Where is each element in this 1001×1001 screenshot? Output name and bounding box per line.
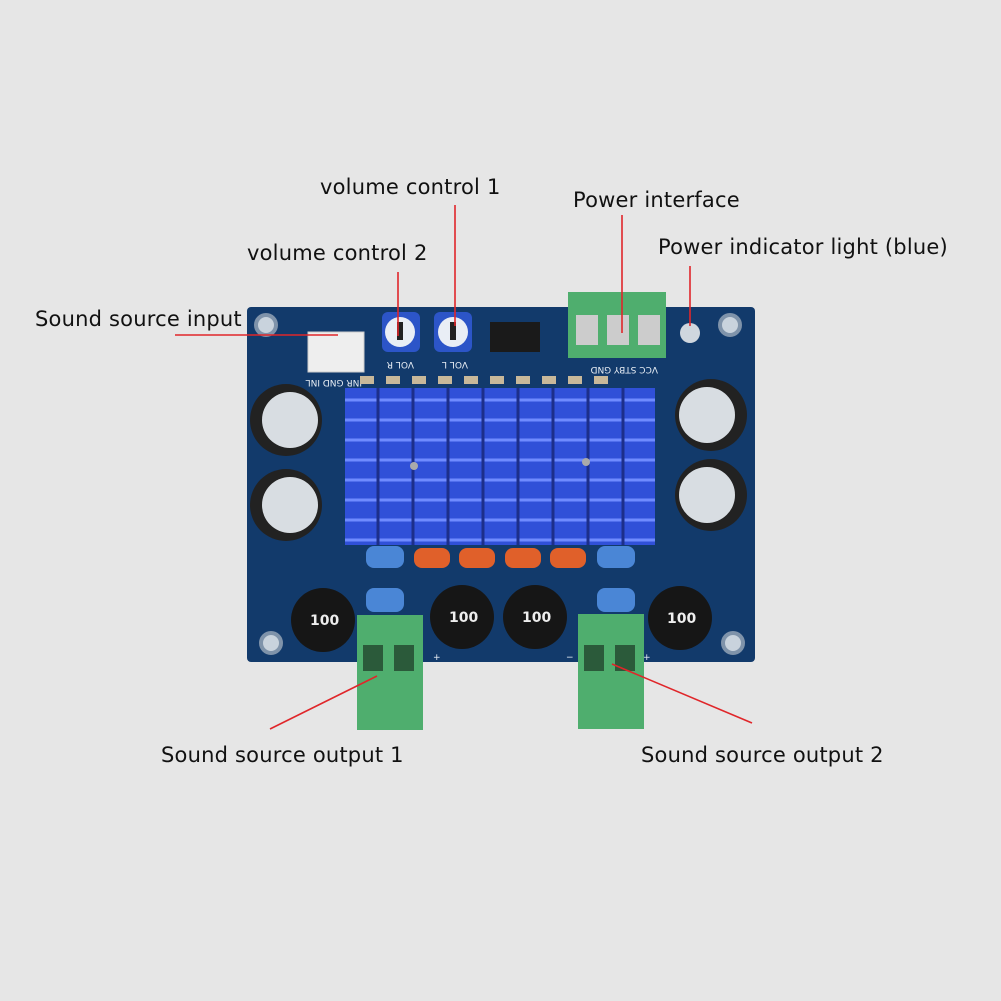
electrolytic-capacitors xyxy=(250,379,747,541)
input-pin-labels: INR GND INL xyxy=(306,377,362,387)
plus-silk: + xyxy=(433,653,441,663)
label-sound-output-1: Sound source output 1 xyxy=(161,743,404,767)
inductor-marking: 100 xyxy=(310,613,339,629)
inductor-marking: 100 xyxy=(522,610,551,626)
power-led xyxy=(680,323,700,343)
heatsink-fins xyxy=(345,398,655,542)
input-connector xyxy=(307,331,365,373)
vol-l-silk: VOL L xyxy=(442,359,468,369)
output-terminal-2 xyxy=(578,614,644,729)
volume-pot-l xyxy=(434,312,472,352)
inductors xyxy=(291,585,712,652)
minus-silk: − xyxy=(566,653,574,663)
volume-pot-r xyxy=(382,312,420,352)
power-pin-silk: VCC STBY GND xyxy=(590,364,658,374)
smd-row xyxy=(360,376,608,384)
label-volume-control-1: volume control 1 xyxy=(320,175,501,199)
film-capacitors xyxy=(366,546,635,612)
label-power-interface: Power interface xyxy=(573,188,740,212)
inductor-marking: 100 xyxy=(667,611,696,627)
vol-r-silk: VOL R xyxy=(387,359,414,369)
diode xyxy=(490,322,540,352)
pointer-output-2 xyxy=(611,663,753,724)
plus-silk: + xyxy=(643,653,651,663)
label-power-indicator: Power indicator light (blue) xyxy=(658,235,948,259)
inductor-marking: 100 xyxy=(449,610,478,626)
power-terminal xyxy=(568,292,666,358)
label-sound-source-input: Sound source input xyxy=(35,307,242,331)
pointer-output-1 xyxy=(269,675,378,730)
heatsink-slots xyxy=(376,388,625,545)
pointer-lines xyxy=(175,205,753,730)
label-volume-control-2: volume control 2 xyxy=(247,241,428,265)
label-sound-output-2: Sound source output 2 xyxy=(641,743,884,767)
output-terminal-1 xyxy=(357,615,423,730)
